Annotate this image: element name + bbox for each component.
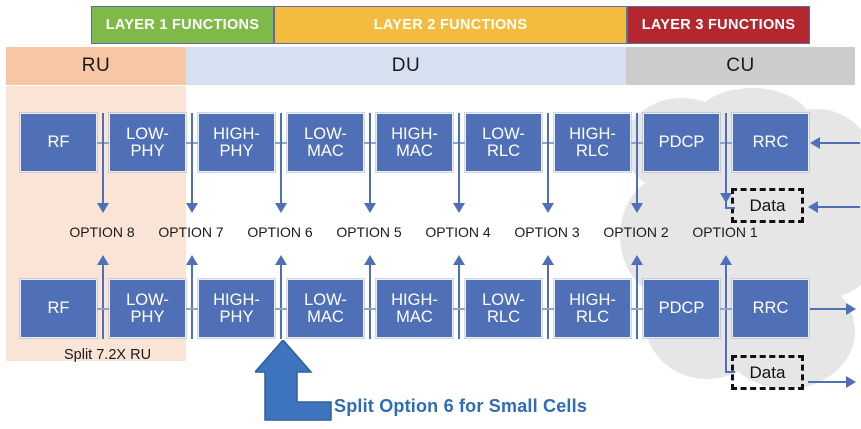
split-line-up-7 [191, 265, 193, 339]
data-top-arrowhead-left [808, 201, 818, 213]
option-label-1: OPTION 1 [692, 224, 758, 240]
split-arrowhead-4 [453, 203, 465, 213]
callout-caption: Split Option 6 for Small Cells [334, 396, 588, 416]
block-rf-bottom[interactable]: RF [20, 279, 97, 338]
rrc-bottom-arrowhead-right [846, 303, 856, 315]
rrc-bottom-link-line [810, 308, 848, 310]
split-line-up-8 [102, 265, 104, 339]
block-low-mac-bottom[interactable]: LOW-MAC [287, 279, 364, 338]
block-low-phy-top[interactable]: LOW-PHY [109, 113, 186, 172]
data-top-link-line [818, 206, 860, 208]
split-arrowhead-3 [542, 203, 554, 213]
split-line-7 [191, 113, 193, 205]
split-line-up-6 [280, 265, 282, 339]
entity-band-ru [6, 47, 186, 85]
connector-bottom-2 [186, 308, 198, 310]
split-line-1 [725, 113, 727, 195]
callout-arrow-icon [253, 338, 335, 422]
rrc-top-link-line [820, 142, 860, 144]
option-label-5: OPTION 5 [336, 224, 402, 240]
data-bottom-feed-stub [725, 371, 735, 373]
split-line-5 [369, 113, 371, 205]
connector-bottom-3 [275, 308, 287, 310]
split-line-6 [280, 113, 282, 205]
connector-bottom-4 [364, 308, 376, 310]
data-bottom-feed-line [725, 339, 727, 372]
block-low-mac-top[interactable]: LOW-MAC [287, 113, 364, 172]
entity-band-cu [626, 47, 855, 85]
entity-label-du: DU [391, 55, 421, 76]
split-line-up-3 [547, 265, 549, 339]
split-arrowhead-up-8 [97, 255, 109, 265]
split-line-up-2 [636, 265, 638, 339]
split-line-4 [458, 113, 460, 205]
split-line-up-1 [725, 265, 727, 339]
data-bottom-link-line [808, 381, 848, 383]
block-low-phy-bottom[interactable]: LOW-PHY [109, 279, 186, 338]
layer-bar-1: LAYER 1 FUNCTIONS [91, 6, 274, 44]
block-high-phy-bottom[interactable]: HIGH-PHY [198, 279, 275, 338]
data-box-top: Data [731, 188, 804, 223]
data-top-feed-line [725, 195, 727, 209]
block-pdcp-top[interactable]: PDCP [643, 113, 720, 172]
split-arrowhead-up-4 [453, 255, 465, 265]
block-rrc-bottom[interactable]: RRC [732, 279, 809, 338]
option-label-7: OPTION 7 [158, 224, 224, 240]
split-arrowhead-6 [275, 203, 287, 213]
connector-bottom-1 [97, 308, 109, 310]
split-arrowhead-up-2 [631, 255, 643, 265]
split-line-up-5 [369, 265, 371, 339]
split-arrowhead-8 [97, 203, 109, 213]
split-arrowhead-up-5 [364, 255, 376, 265]
split-arrowhead-up-1 [720, 255, 732, 265]
split-arrowhead-up-3 [542, 255, 554, 265]
block-rrc-top[interactable]: RRC [732, 113, 809, 172]
layer-bar-2: LAYER 2 FUNCTIONS [274, 6, 627, 44]
connector-bottom-7 [631, 308, 643, 310]
layer-bar-3: LAYER 3 FUNCTIONS [627, 6, 810, 44]
data-top-feed-stub [725, 207, 735, 209]
block-high-rlc-top[interactable]: HIGH-RLC [554, 113, 631, 172]
split-arrowhead-up-6 [275, 255, 287, 265]
split-72x-label: Split 7.2X RU [64, 347, 152, 363]
split-line-up-4 [458, 265, 460, 339]
split-arrowhead-2 [631, 203, 643, 213]
block-low-rlc-bottom[interactable]: LOW-RLC [465, 279, 542, 338]
option-label-8: OPTION 8 [69, 224, 135, 240]
option-label-2: OPTION 2 [603, 224, 669, 240]
block-high-rlc-bottom[interactable]: HIGH-RLC [554, 279, 631, 338]
option-label-4: OPTION 4 [425, 224, 491, 240]
entity-band-du [186, 47, 626, 85]
connector-bottom-8 [720, 308, 732, 310]
split-line-8 [102, 113, 104, 205]
block-pdcp-bottom[interactable]: PDCP [643, 279, 720, 338]
split-arrowhead-7 [186, 203, 198, 213]
block-high-mac-bottom[interactable]: HIGH-MAC [376, 279, 453, 338]
split-line-3 [547, 113, 549, 205]
option-label-6: OPTION 6 [247, 224, 313, 240]
block-high-mac-top[interactable]: HIGH-MAC [376, 113, 453, 172]
block-low-rlc-top[interactable]: LOW-RLC [465, 113, 542, 172]
split-line-2 [636, 113, 638, 205]
split-arrowhead-5 [364, 203, 376, 213]
block-rf-top[interactable]: RF [20, 113, 97, 172]
rrc-top-arrowhead-left [810, 137, 820, 149]
block-high-phy-top[interactable]: HIGH-PHY [198, 113, 275, 172]
data-bottom-arrowhead-right [846, 376, 856, 388]
entity-label-ru: RU [81, 55, 111, 76]
connector-bottom-6 [542, 308, 554, 310]
connector-bottom-5 [453, 308, 465, 310]
option-label-3: OPTION 3 [514, 224, 580, 240]
entity-label-cu: CU [726, 55, 755, 76]
split-arrowhead-up-7 [186, 255, 198, 265]
data-box-bottom: Data [731, 355, 804, 390]
